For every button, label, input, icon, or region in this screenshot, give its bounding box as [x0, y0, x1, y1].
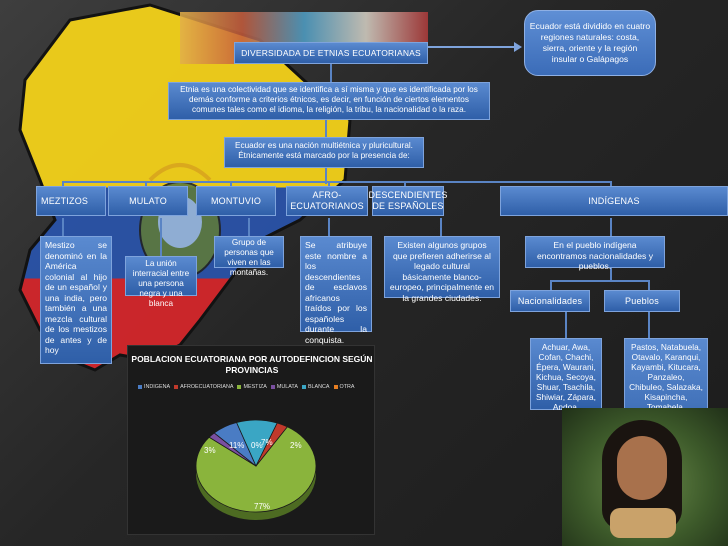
page-title: DIVERSIDADA DE ETNIAS ECUATORIANAS: [234, 42, 428, 64]
espanoles-description: Existen algunos grupos que prefieren adh…: [384, 236, 500, 303]
mulato-description: La unión interracial entre una persona n…: [125, 256, 197, 308]
afro-description: Se atribuye este nombre a los descendien…: [300, 236, 372, 345]
legend-swatch: [237, 384, 242, 389]
pie-label-afroecuatoriana: 3%: [204, 446, 216, 455]
category-mestizos: MEZTIZOS: [36, 186, 106, 216]
legend-swatch: [138, 384, 142, 389]
chart-legend: INDIGENA AFROECUATORIANA MESTIZA MULATA BLAN…: [134, 384, 374, 390]
legend-swatch: [301, 384, 306, 389]
legend-swatch: [174, 384, 179, 389]
nacionalidades-header: Nacionalidades: [510, 290, 590, 312]
legend-swatch: [270, 384, 275, 389]
regions-callout: Ecuador está dividido en cuatro regiones…: [524, 10, 656, 76]
legend-label: INDIGENA: [144, 384, 171, 390]
pie-label-blanca: 11%: [229, 441, 244, 450]
pie-label-otra: 0%: [251, 441, 263, 450]
category-mulato: MULATO: [108, 186, 188, 216]
legend-label: OTRA: [339, 384, 355, 390]
category-espanoles: DESCENDIENTES DE ESPAÑOLES: [368, 186, 447, 216]
pueblos-header: Pueblos: [604, 290, 680, 312]
pie-slice-mestiza: [195, 426, 317, 513]
pie-svg: 7% 3% 77% 2% 11% 0%: [195, 419, 317, 520]
legend-label: MULATA: [276, 384, 298, 390]
chart-title: POBLACION ECUATORIANA POR AUTODEFINCION …: [131, 354, 373, 375]
category-afro: AFRO-ECUATORIANOS: [286, 186, 368, 216]
nation-box: Ecuador es una nación multiétnica y plur…: [224, 137, 424, 168]
category-indigenas: INDÍGENAS: [500, 186, 728, 216]
legend-label: MESTIZA: [243, 384, 267, 390]
arrow-icon: [514, 42, 522, 52]
legend-label: BLANCA: [307, 384, 330, 390]
indigenous-woman-photo: [562, 408, 728, 546]
indigenas-description: En el pueblo indígena encontramos nacion…: [525, 236, 665, 271]
pie-slice-afroecuatoriana: [255, 422, 288, 467]
legend-swatch: [333, 384, 338, 389]
montuvio-description: Grupo de personas que viven en las monta…: [214, 236, 284, 277]
nacionalidades-list: Achuar, Awa, Cofan, Chachi, Épera, Waura…: [530, 338, 602, 412]
legend-label: AFROECUATORIANA: [180, 384, 234, 390]
category-montuvio: MONTUVIO: [196, 186, 276, 216]
pie-label-mulata: 2%: [290, 441, 302, 450]
pie-label-mestiza: 77%: [254, 502, 270, 511]
pie-label-indigena: 7%: [261, 438, 273, 447]
definition-box: Etnia es una colectividad que se identif…: [168, 82, 490, 120]
population-pie-chart: POBLACION ECUATORIANA POR AUTODEFINCION …: [127, 345, 375, 535]
mestizos-description: Mestizo se denominó en la América coloni…: [40, 236, 112, 364]
